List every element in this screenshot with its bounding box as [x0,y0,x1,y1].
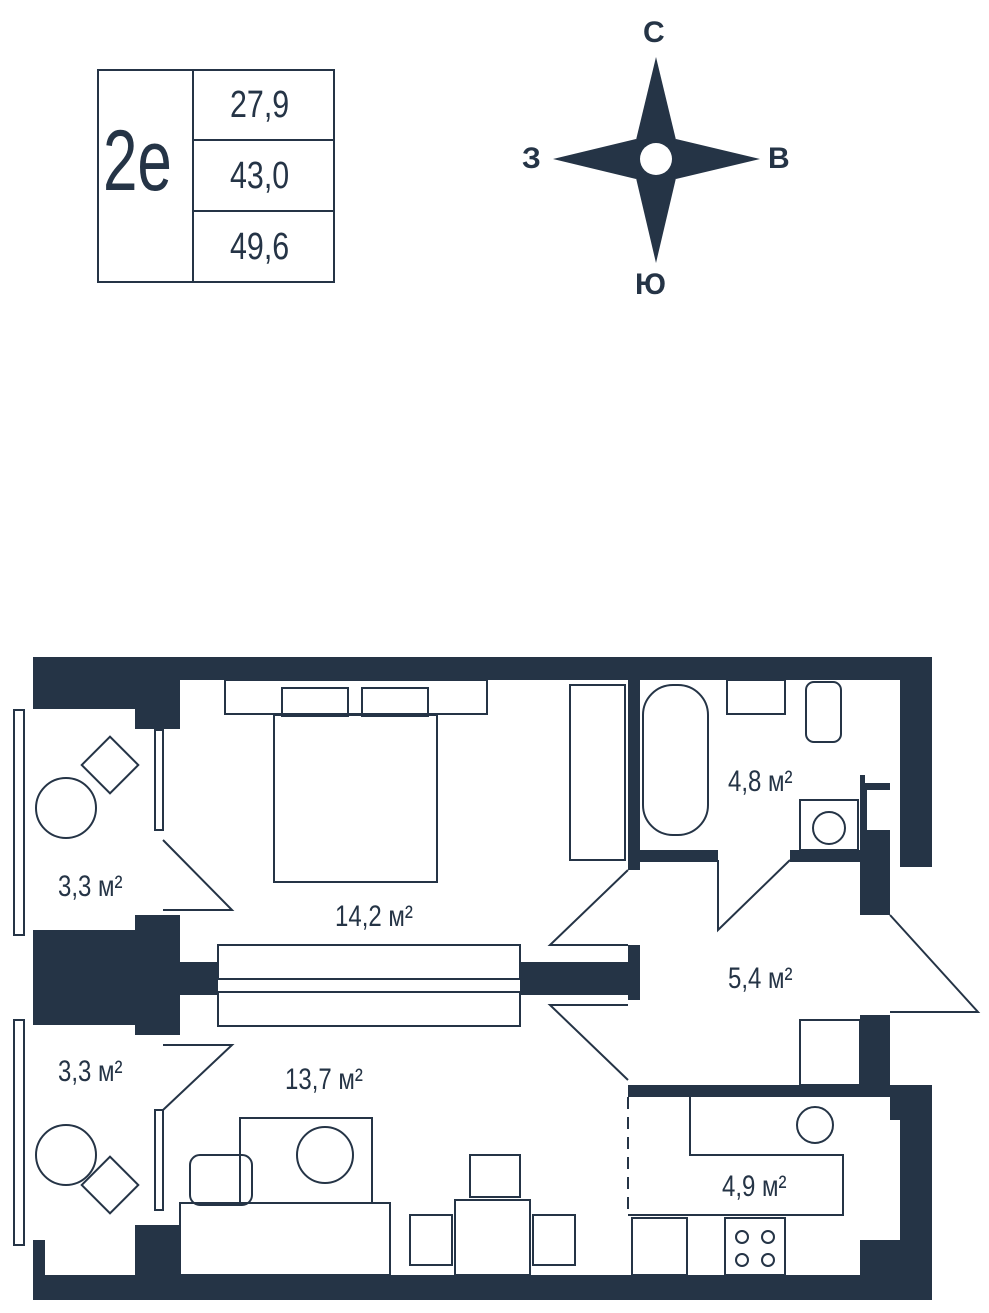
compass-west-label: З [522,142,541,175]
full-area: 49,6 [230,226,290,268]
bathtub [642,684,709,836]
sink [726,679,786,715]
compass-south-label: Ю [635,268,666,301]
compass-rose [553,57,760,263]
windows [13,679,861,1246]
sofa [179,1202,391,1276]
furniture [35,679,859,1276]
info-table [97,69,335,283]
room-area-bedroom: 14,2 м² [335,900,413,933]
total-area: 43,0 [230,155,290,197]
fridge [631,1217,688,1276]
washing-machine [799,799,859,851]
bed [273,714,438,883]
dining-table [454,1199,531,1276]
room-area-bathroom: 4,8 м² [728,765,793,798]
room-area-hallway: 5,4 м² [728,962,793,995]
kitchen-sink [796,1106,834,1144]
room-area-balcony-bottom: 3,3 м² [58,1055,123,1088]
compass-east-label: В [768,142,790,175]
room-area-balcony-top: 3,3 м² [58,870,123,903]
walls [33,657,932,1300]
living-area: 27,9 [230,84,290,126]
compass-north-label: С [643,16,665,49]
doors [162,839,981,1215]
apartment-type-code: 2е [103,113,172,209]
stove [724,1217,786,1276]
toilet [805,681,842,743]
room-area-living-room: 13,7 м² [285,1063,363,1096]
room-area-kitchen: 4,9 м² [722,1170,787,1203]
